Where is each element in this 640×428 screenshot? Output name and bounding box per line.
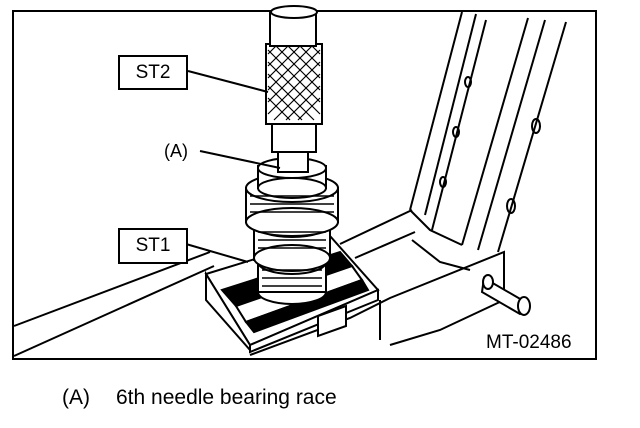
press-upright <box>409 11 567 271</box>
gear-assembly <box>245 157 339 305</box>
locating-pin <box>480 274 531 316</box>
st1-base-block <box>204 234 380 354</box>
caption-key: (A) <box>62 386 90 409</box>
st1-label: ST1 <box>118 228 188 264</box>
knurled-grip <box>267 45 321 121</box>
st2-label: ST2 <box>118 55 188 90</box>
gear-teeth <box>250 195 334 287</box>
a-label: (A) <box>164 141 188 161</box>
st2-tool <box>265 5 323 173</box>
upright-holes <box>439 76 541 214</box>
caption: (A) 6th needle bearing race <box>62 386 337 410</box>
caption-text: 6th needle bearing race <box>116 386 337 409</box>
press-frame <box>13 209 505 357</box>
figure-code: MT-02486 <box>486 332 572 353</box>
leader-lines <box>185 70 281 263</box>
